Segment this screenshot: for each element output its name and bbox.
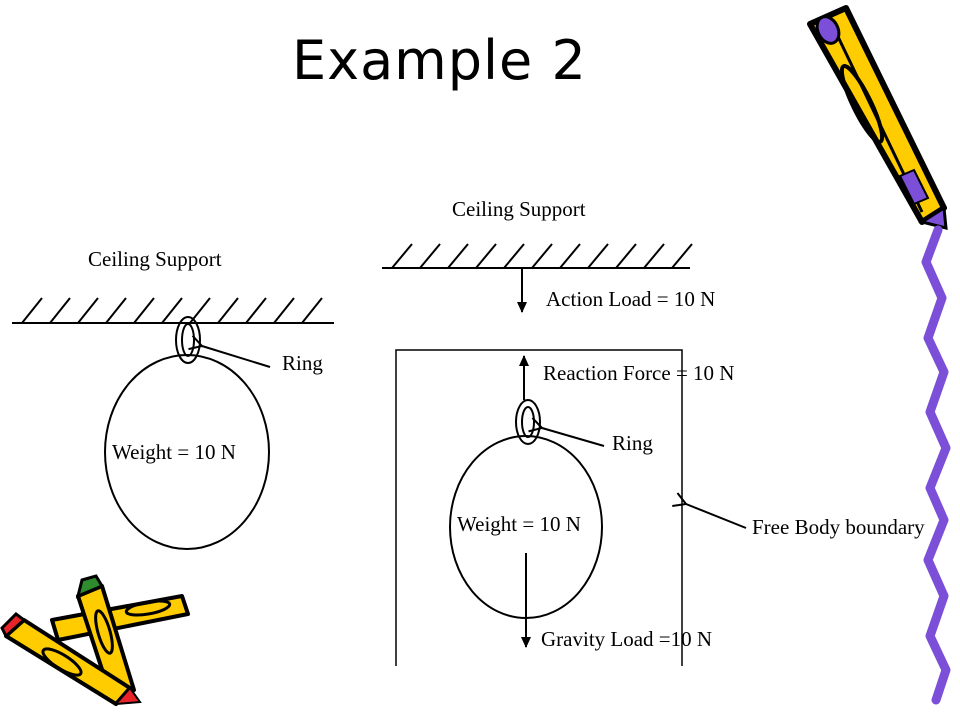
boundary-label: Free Body boundary <box>752 515 925 539</box>
right-ceiling-label: Ceiling Support <box>452 197 586 221</box>
pencil-cluster-icon <box>0 574 190 706</box>
right-ring-arrow <box>528 417 605 447</box>
free-body-boundary <box>395 349 683 666</box>
left-diagram: Ceiling Support Ring <box>12 247 334 550</box>
left-weight-label: Weight = 10 N <box>112 440 236 464</box>
left-ceiling-hatch <box>12 297 334 324</box>
left-ceiling-label: Ceiling Support <box>88 247 222 271</box>
right-weight-label: Weight = 10 N <box>457 512 581 536</box>
purple-zigzag-border <box>921 225 951 705</box>
pencil-icon <box>807 5 948 230</box>
right-diagram: Ceiling Support Action Load = 10 N React… <box>382 197 925 666</box>
left-ring-label: Ring <box>282 351 323 375</box>
right-ring-label: Ring <box>612 431 653 455</box>
reaction-force-label: Reaction Force = 10 N <box>543 361 734 385</box>
boundary-arrow <box>672 492 747 529</box>
gravity-load-label: Gravity Load =10 N <box>541 627 712 651</box>
left-weight-ball <box>104 354 270 550</box>
left-ring-arrow <box>188 335 271 368</box>
action-load-label: Action Load = 10 N <box>546 287 715 311</box>
right-ceiling-hatch <box>382 243 693 269</box>
slide-title: Example 2 <box>292 29 587 92</box>
